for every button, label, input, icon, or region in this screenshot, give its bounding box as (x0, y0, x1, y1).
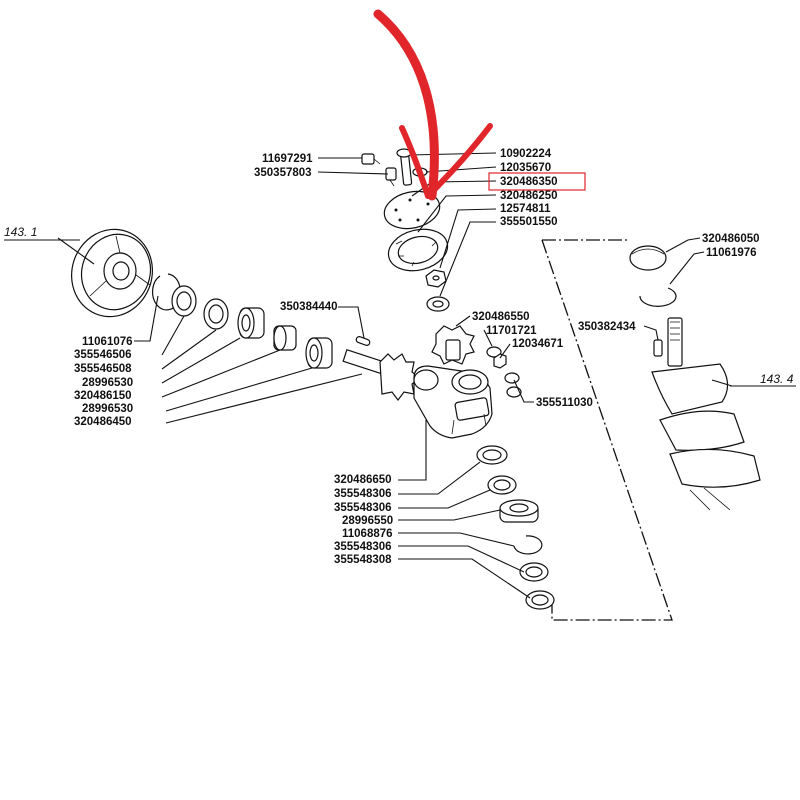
part-label: 350357803 (254, 167, 312, 179)
part-label: 350382434 (578, 321, 636, 333)
nut-12034671 (493, 353, 507, 369)
circlip-11061976 (639, 287, 677, 307)
part-label: 28996530 (82, 377, 133, 389)
part-label: 12034671 (512, 338, 564, 350)
screw-11697291 (361, 153, 381, 165)
part-label-highlighted: 320486350 (500, 176, 558, 188)
part-label: 320486550 (472, 311, 530, 323)
cover-plate-320486350 (383, 190, 441, 230)
washer-355546506 (171, 285, 197, 317)
section-label: 143. 4 (760, 372, 794, 386)
screw-350357803 (385, 167, 397, 187)
spacer-320486150 (273, 325, 297, 351)
part-label: 320486450 (74, 416, 132, 428)
part-label: 320486650 (334, 474, 392, 486)
part-label: 12574811 (500, 203, 551, 215)
section-143-4: 143. 4 (730, 372, 796, 387)
part-label: 355546508 (74, 363, 132, 375)
bearing-28996530-b (305, 337, 333, 369)
part-label: 355548306 (334, 488, 392, 500)
section-boundary (541, 239, 673, 621)
part-label: 12035670 (500, 162, 551, 174)
bearing-28996530-a (237, 307, 265, 339)
pulley-wheel (71, 228, 153, 318)
washer-355548306-c (519, 562, 549, 582)
part-label: 320486250 (500, 190, 558, 202)
section-label: 143. 1 (4, 225, 37, 239)
bearing-28996550 (499, 499, 539, 523)
section-143-1: 143. 1 (4, 225, 80, 241)
gasket-320486250 (387, 228, 449, 272)
pin-350384440 (355, 336, 371, 346)
seal-355548306-a (476, 445, 508, 465)
part-label: 10902224 (500, 148, 552, 160)
washer-355548306-b (487, 475, 517, 495)
washer-355511030 (504, 372, 522, 398)
pinion-shaft-320486450 (342, 349, 421, 401)
washer-355548308 (525, 590, 555, 610)
part-label: 320486150 (74, 390, 132, 402)
part-label: 11061076 (82, 336, 133, 348)
part-label: 320486050 (702, 233, 760, 245)
part-label: 355548308 (334, 554, 392, 566)
part-label: 11701721 (486, 325, 537, 337)
seal-11701721 (486, 346, 502, 358)
washer-355501550 (426, 296, 450, 312)
key-350382434 (653, 339, 663, 357)
washer-355546508 (203, 298, 229, 330)
nut-12574811 (425, 269, 447, 288)
part-label: 355546506 (74, 349, 132, 361)
part-label: 28996530 (82, 403, 133, 415)
part-label: 28996550 (342, 515, 393, 527)
part-label: 350384440 (280, 301, 338, 313)
circlip-11068876 (513, 535, 543, 555)
bevel-gear-320486550 (431, 325, 475, 365)
red-arrow-annotation (373, 9, 493, 201)
part-label: 11697291 (262, 153, 313, 165)
part-label: 355501550 (500, 216, 558, 228)
auger-flight (651, 317, 761, 511)
gearbox-housing-320486650 (413, 365, 493, 439)
part-label: 11061976 (706, 247, 757, 259)
highlight-box (488, 172, 586, 191)
part-label: 11068876 (342, 528, 393, 540)
part-label: 355548306 (334, 502, 392, 514)
part-label: 355511030 (536, 397, 593, 409)
cap-320486050 (629, 245, 667, 271)
bolt-10902224 (396, 148, 413, 186)
part-label: 355548306 (334, 541, 392, 553)
